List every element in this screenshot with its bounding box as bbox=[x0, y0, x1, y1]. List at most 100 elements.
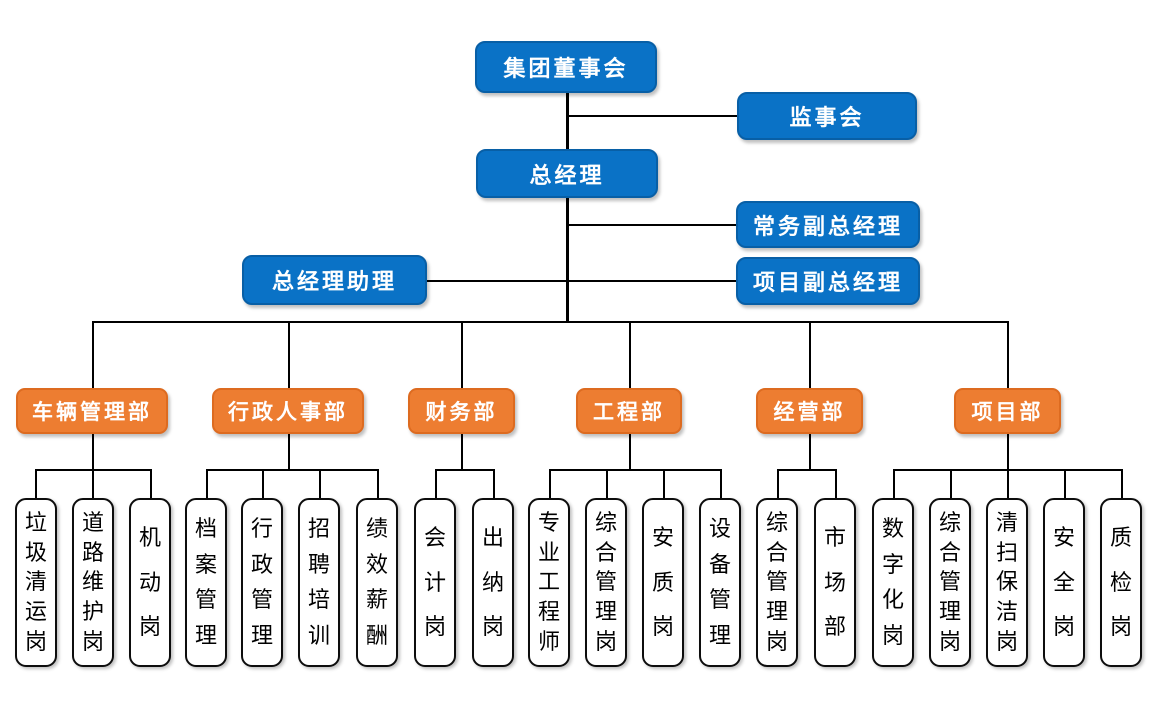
node-label: 经营部 bbox=[773, 401, 846, 424]
connector-line bbox=[893, 469, 895, 499]
connector-line bbox=[835, 469, 837, 499]
connector-line bbox=[720, 469, 722, 499]
connector-line bbox=[1064, 469, 1066, 499]
connector-line bbox=[950, 469, 952, 499]
node-label: 设备管理 bbox=[708, 515, 731, 649]
node-label: 集团董事会 bbox=[503, 56, 629, 81]
dept-vehicle-management: 车辆管理部 bbox=[16, 388, 168, 434]
position-general-management-proj: 综合管理岗 bbox=[929, 498, 971, 667]
node-label: 市场部 bbox=[823, 524, 846, 640]
dept-admin-hr: 行政人事部 bbox=[212, 388, 364, 434]
position-digitalization: 数字化岗 bbox=[872, 498, 914, 667]
position-market: 市场部 bbox=[814, 498, 856, 667]
node-gm-assistant: 总经理助理 bbox=[242, 255, 427, 305]
node-label: 质检岗 bbox=[1109, 524, 1132, 640]
position-mobile: 机动岗 bbox=[129, 498, 171, 667]
node-label: 档案管理 bbox=[194, 515, 217, 649]
connector-rail bbox=[777, 469, 836, 471]
node-label: 出纳岗 bbox=[481, 524, 504, 640]
node-executive-deputy-gm: 常务副总经理 bbox=[736, 201, 920, 248]
position-quality-inspection: 质检岗 bbox=[1100, 498, 1142, 667]
position-admin-management: 行政管理 bbox=[241, 498, 283, 667]
node-label: 绩效薪酬 bbox=[365, 515, 388, 649]
connector-line bbox=[567, 115, 737, 117]
position-archives-management: 档案管理 bbox=[185, 498, 227, 667]
node-supervisory-board: 监事会 bbox=[737, 92, 917, 140]
position-cleaning: 清扫保洁岗 bbox=[986, 498, 1028, 667]
connector-line bbox=[92, 434, 94, 471]
node-label: 安全岗 bbox=[1052, 524, 1075, 640]
node-label: 综合管理岗 bbox=[765, 509, 788, 655]
position-equipment-management: 设备管理 bbox=[699, 498, 741, 667]
connector-line bbox=[493, 469, 495, 499]
connector-trunk bbox=[566, 93, 569, 322]
node-label: 总经理助理 bbox=[271, 269, 397, 294]
connector-line bbox=[288, 434, 290, 471]
node-project-deputy-gm: 项目副总经理 bbox=[736, 257, 920, 305]
position-safety-quality: 安质岗 bbox=[642, 498, 684, 667]
position-cashier: 出纳岗 bbox=[472, 498, 514, 667]
position-safety: 安全岗 bbox=[1043, 498, 1085, 667]
node-label: 清扫保洁岗 bbox=[995, 509, 1018, 655]
dept-operations: 经营部 bbox=[756, 388, 863, 434]
connector-line bbox=[1007, 321, 1009, 389]
dept-project: 项目部 bbox=[954, 388, 1061, 434]
node-label: 项目副总经理 bbox=[752, 270, 903, 295]
connector-rail bbox=[549, 469, 721, 471]
connector-line bbox=[461, 434, 463, 471]
node-label: 项目部 bbox=[971, 401, 1044, 424]
connector-line bbox=[427, 280, 736, 282]
connector-line bbox=[777, 469, 779, 499]
node-label: 工程部 bbox=[593, 401, 665, 424]
connector-line bbox=[1007, 469, 1009, 499]
position-performance-payroll: 绩效薪酬 bbox=[356, 498, 398, 667]
node-label: 招聘培训 bbox=[307, 515, 330, 649]
connector-line bbox=[461, 321, 463, 389]
connector-line bbox=[567, 224, 736, 226]
connector-line bbox=[288, 321, 290, 389]
node-label: 综合管理岗 bbox=[938, 509, 961, 655]
position-recruiting-training: 招聘培训 bbox=[298, 498, 340, 667]
node-label: 道路维护岗 bbox=[81, 509, 104, 655]
position-accountant: 会计岗 bbox=[414, 498, 456, 667]
connector-line bbox=[150, 469, 152, 499]
connector-line bbox=[549, 469, 551, 499]
connector-line bbox=[809, 321, 811, 389]
node-label: 财务部 bbox=[425, 401, 498, 424]
connector-rail-main bbox=[92, 321, 1009, 323]
position-general-management-eng: 综合管理岗 bbox=[585, 498, 627, 667]
connector-line bbox=[35, 469, 37, 499]
node-label: 行政人事部 bbox=[228, 401, 348, 424]
connector-line bbox=[435, 469, 437, 499]
connector-line bbox=[319, 469, 321, 499]
connector-line bbox=[629, 434, 631, 471]
node-label: 安质岗 bbox=[651, 524, 674, 640]
node-label: 常务副总经理 bbox=[752, 213, 903, 239]
connector-line bbox=[377, 469, 379, 499]
node-label: 综合管理岗 bbox=[594, 509, 617, 655]
position-general-management-ops: 综合管理岗 bbox=[756, 498, 798, 667]
dept-engineering: 工程部 bbox=[576, 388, 682, 434]
connector-line bbox=[663, 469, 665, 499]
connector-line bbox=[206, 469, 208, 499]
connector-line bbox=[809, 434, 811, 471]
connector-line bbox=[92, 469, 94, 499]
node-label: 机动岗 bbox=[138, 524, 161, 640]
node-general-manager: 总经理 bbox=[476, 149, 658, 198]
connector-line bbox=[262, 469, 264, 499]
node-label: 数字化岗 bbox=[881, 515, 904, 649]
connector-rail bbox=[206, 469, 378, 471]
node-label: 垃圾清运岗 bbox=[24, 509, 47, 655]
position-road-maintenance: 道路维护岗 bbox=[72, 498, 114, 667]
connector-line bbox=[606, 469, 608, 499]
node-label: 行政管理 bbox=[250, 515, 273, 649]
connector-line bbox=[92, 321, 94, 389]
connector-line bbox=[1121, 469, 1123, 499]
node-label: 监事会 bbox=[789, 105, 865, 130]
node-label: 车辆管理部 bbox=[32, 401, 152, 424]
dept-finance: 财务部 bbox=[408, 388, 515, 434]
position-garbage-collection: 垃圾清运岗 bbox=[15, 498, 57, 667]
connector-line bbox=[629, 321, 631, 389]
node-label: 会计岗 bbox=[423, 524, 446, 640]
